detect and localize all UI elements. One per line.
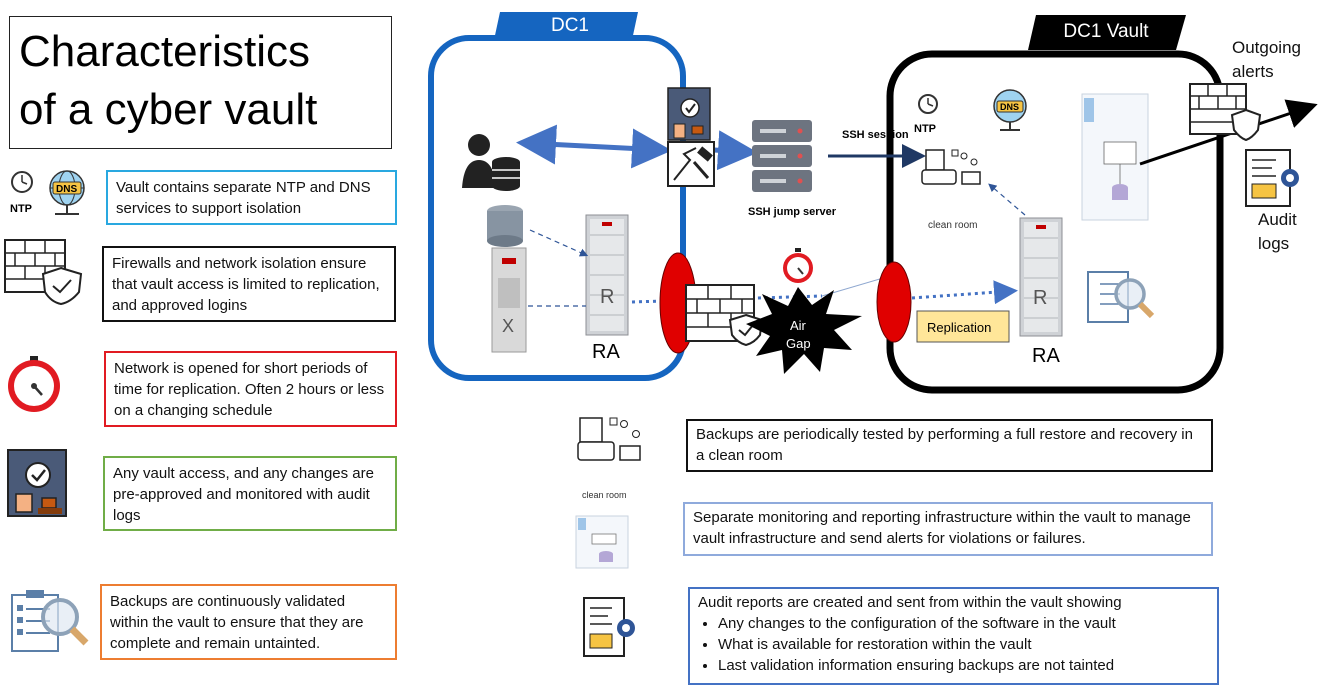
user-database-icon — [462, 134, 520, 191]
ssh-server-icon — [752, 120, 812, 192]
validation-clipboard-icon — [11, 590, 89, 652]
ra-label-vault: RA — [1032, 345, 1060, 367]
clean-room-icon — [921, 149, 981, 185]
approval-to-ssh-arrow — [713, 130, 758, 171]
vault-ntp-label: NTP — [914, 123, 936, 135]
timer-icon — [783, 248, 813, 283]
replication-line-right — [911, 280, 1018, 305]
dc1-label: DC1 — [550, 15, 589, 36]
firewall-center-icon — [685, 284, 764, 347]
firewall-gate-vault — [876, 261, 912, 343]
backup-appliance-icon: X — [491, 247, 527, 353]
monitoring-box: Separate monitoring and reporting infras… — [683, 502, 1213, 556]
outgoing-alerts-label: Outgoing alerts — [1232, 38, 1301, 81]
audit-reports-box: Audit reports are created and sent from … — [688, 587, 1219, 685]
vault-tab — [1028, 15, 1186, 50]
air-gap-word-2: Gap — [786, 336, 811, 351]
legend-validation: Backups are continuously validated withi… — [100, 584, 397, 660]
approval-icon — [667, 87, 711, 141]
legend-icons: NTP DNS — [4, 170, 89, 652]
dns-label: DNS — [56, 184, 77, 195]
legend-isolation: Vault contains separate NTP and DNS serv… — [106, 170, 397, 225]
firewall-shield-icon — [4, 239, 83, 306]
audit-logs-icon — [1245, 149, 1299, 207]
clean-room-test-box: Backups are periodically tested by perfo… — [686, 419, 1213, 472]
replication-box — [916, 310, 1010, 343]
clean-room-bottom-label: clean room — [582, 490, 627, 500]
ra-label-dc1: RA — [592, 341, 620, 363]
legend-network-window: Network is opened for short periods of t… — [104, 351, 397, 427]
ssh-server-label: SSH jump server — [748, 206, 837, 218]
audit-report-bottom-icon — [583, 597, 635, 657]
tools-icon — [667, 141, 715, 187]
appliance-x-label: X — [502, 316, 514, 336]
vault-ntp-icon: NTP — [914, 94, 938, 135]
audit-reports-intro: Audit reports are created and sent from … — [698, 594, 1122, 611]
audit-logs-label: Audit logs — [1258, 210, 1297, 253]
audit-report-item: Any changes to the configuration of the … — [718, 613, 1209, 634]
user-access-arrow — [516, 124, 672, 169]
alerts-firewall-icon — [1189, 83, 1262, 142]
storage-to-ra-arrow — [529, 229, 589, 257]
legend-access-audit: Any vault access, and any changes are pr… — [103, 456, 397, 531]
storage-icon — [487, 205, 523, 247]
ra-rack-vault: R — [1019, 217, 1063, 337]
page-title: Characteristics of a cyber vault — [19, 23, 317, 139]
vault-label: DC1 Vault — [1063, 21, 1149, 42]
vault-dns-icon: DNS — [993, 89, 1027, 131]
air-gap-word-1: Air — [790, 318, 807, 333]
vault-dns-label: DNS — [1000, 102, 1019, 112]
airgap-link-line — [821, 275, 891, 297]
ssh-session-label: SSH session — [842, 129, 909, 141]
legend-firewalls: Firewalls and network isolation ensure t… — [102, 246, 396, 322]
bottom-icons: clean room — [575, 417, 641, 657]
rack-r-letter: R — [600, 286, 614, 308]
ntp-clock-icon: NTP — [10, 171, 33, 215]
vault-container — [886, 50, 1224, 394]
stopwatch-icon — [8, 356, 60, 412]
ra-to-cleanroom-arrow — [988, 183, 1026, 216]
vault-diagram: SSH jump server SSH session X R RA — [428, 12, 1318, 394]
title-box: Characteristics of a cyber vault — [9, 16, 392, 149]
audit-reports-list: Any changes to the configuration of the … — [698, 613, 1209, 676]
vault-rack-r-letter: R — [1033, 287, 1047, 309]
ra-rack-dc1: R — [585, 214, 629, 336]
vault-validation-icon — [1087, 271, 1155, 323]
title-line-1: Characteristics — [19, 27, 310, 76]
clean-room-label: clean room — [928, 220, 977, 231]
dns-globe-icon: DNS — [49, 170, 85, 215]
air-gap-burst — [746, 287, 862, 374]
dc1-tab — [494, 12, 638, 40]
dc1-container — [428, 35, 686, 381]
approval-document-icon — [7, 449, 67, 517]
monitoring-infra-icon — [1081, 93, 1149, 221]
monitoring-bottom-icon — [575, 515, 629, 569]
title-line-2: of a cyber vault — [19, 85, 318, 134]
replication-label: Replication — [927, 320, 991, 335]
audit-report-item: Last validation information ensuring bac… — [718, 655, 1209, 676]
clean-room-bottom-icon — [577, 417, 641, 461]
ntp-label: NTP — [10, 203, 32, 215]
audit-report-item: What is available for restoration within… — [718, 634, 1209, 655]
